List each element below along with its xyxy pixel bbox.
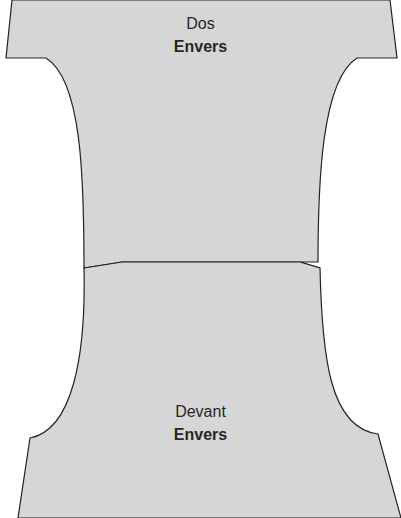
fabric-side-label: Envers [0, 423, 401, 446]
garment-piece-outline [18, 262, 401, 518]
garment-piece-shape [0, 258, 401, 518]
piece-name: Dos [0, 12, 401, 35]
piece-labels: DevantEnvers [0, 400, 401, 446]
piece-labels: DosEnvers [0, 12, 401, 58]
back-piece: DosEnvers [0, 0, 401, 270]
piece-name: Devant [0, 400, 401, 423]
fabric-side-label: Envers [0, 35, 401, 58]
front-piece: DevantEnvers [0, 258, 401, 518]
